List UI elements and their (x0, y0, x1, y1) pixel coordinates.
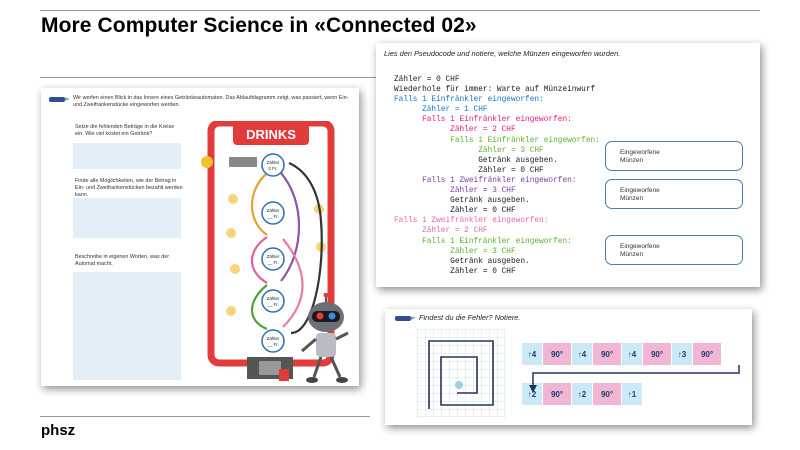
task-1-text: Setze die fehlenden Beträge in die Kreis… (75, 124, 175, 137)
code-line: Zähler = 3 CHF (394, 187, 516, 196)
code-line: Getränk ausgeben. (394, 197, 530, 206)
move-command-piece[interactable]: ↑2 (572, 383, 592, 405)
move-steps-label: ↑2 (577, 389, 587, 399)
move-command-piece[interactable]: ↑4 (622, 343, 642, 365)
callout-label: Eingeworfene (620, 187, 660, 194)
code-line: Getränk ausgeben. (394, 156, 558, 165)
code-line: Zähler = 1 CHF (394, 106, 488, 115)
code-line: Falls 1 Einfränkler eingeworfen: (394, 136, 600, 145)
svg-text:0 Fr.: 0 Fr. (268, 166, 277, 171)
coins-answer-callout-3[interactable]: Eingeworfene Münzen (605, 235, 743, 265)
move-steps-label: ↑4 (627, 349, 637, 359)
task-2-text: Finde alle Möglichkeiten, wie der Betrag… (75, 178, 183, 198)
code-line: Zähler = 0 CHF (394, 166, 544, 175)
code-line: Zähler = 2 CHF (394, 227, 488, 236)
turn-angle-label: 90° (550, 349, 564, 359)
turn-command-piece[interactable]: 90° (693, 343, 721, 365)
turn-angle-label: 90° (600, 349, 614, 359)
move-command-piece[interactable]: ↑2 (522, 383, 542, 405)
turn-angle-label: 90° (650, 349, 664, 359)
turn-command-piece[interactable]: 90° (543, 343, 571, 365)
find-bugs-heading: Findest du die Fehler? Notiere. (419, 313, 521, 322)
turn-command-piece[interactable]: 90° (593, 343, 621, 365)
code-line: Zähler = 0 CHF (394, 207, 516, 216)
svg-text:Zähler: Zähler (267, 254, 280, 259)
code-line: Falls 1 Zweifränkler eingeworfen: (394, 176, 577, 185)
move-steps-label: ↑4 (527, 349, 537, 359)
move-steps-label: ↑4 (577, 349, 587, 359)
pseudocode-worksheet: Lies den Pseudocode und notiere, welche … (376, 43, 760, 287)
svg-text:Zähler: Zähler (267, 208, 280, 213)
pseudocode-heading: Lies den Pseudocode und notiere, welche … (384, 49, 621, 58)
callout-label: Eingeworfene (620, 243, 660, 250)
move-command-piece[interactable]: ↑3 (672, 343, 692, 365)
code-line: Falls 1 Einfränkler eingeworfen: (394, 237, 572, 246)
move-steps-label: ↑3 (677, 349, 687, 359)
callout-label: Münzen (620, 157, 644, 164)
row-connector-arrow (529, 365, 740, 393)
code-line: Falls 1 Einfränkler eingeworfen: (394, 96, 544, 105)
coins-answer-callout-2[interactable]: Eingeworfene Münzen (605, 179, 743, 209)
answer-box-1[interactable] (73, 143, 181, 169)
code-line: Zähler = 3 CHF (394, 146, 544, 155)
find-bugs-worksheet: Findest du die Fehler? Notiere. ↑4 90° ↑4 9… (385, 309, 752, 425)
top-rule (40, 10, 760, 11)
move-steps-label: ↑2 (527, 389, 537, 399)
task-3-text: Beschreibe in eigenen Worten, was der Au… (75, 254, 169, 267)
code-line: Getränk ausgeben. (394, 257, 530, 266)
svg-text:__ Fr.: __ Fr. (266, 342, 279, 347)
coins-answer-callout-1[interactable]: Eingeworfene Münzen (605, 141, 743, 171)
move-steps-label: ↑1 (627, 389, 637, 399)
robot-illustration (301, 293, 349, 383)
svg-text:__ Fr.: __ Fr. (266, 302, 279, 307)
svg-text:Zähler: Zähler (267, 296, 280, 301)
spiral-grid (417, 329, 505, 417)
slide-title: More Computer Science in «Connected 02» (41, 14, 477, 37)
machine-label: DRINKS (246, 127, 296, 142)
turn-angle-label: 90° (700, 349, 714, 359)
code-line: Falls 1 Zweifränkler eingeworfen: (394, 217, 549, 226)
move-command-piece[interactable]: ↑1 (622, 383, 642, 405)
code-line: Zähler = 2 CHF (394, 126, 516, 135)
bottom-rule (40, 416, 370, 417)
svg-text:__ Fr.: __ Fr. (266, 260, 279, 265)
callout-label: Münzen (620, 195, 644, 202)
intro-text: Wir werfen einen Blick in das Innere ein… (73, 95, 349, 108)
turn-angle-label: 90° (550, 389, 564, 399)
answer-box-3[interactable] (73, 272, 181, 380)
answer-box-2[interactable] (73, 198, 181, 238)
move-command-piece[interactable]: ↑4 (522, 343, 542, 365)
pencil-icon (395, 316, 416, 321)
turn-command-piece[interactable]: 90° (543, 383, 571, 405)
svg-text:Zähler: Zähler (267, 336, 280, 341)
code-line: Zähler = 0 CHF (394, 76, 460, 84)
pseudocode-block: Zähler = 0 CHF Wiederhole für immer: Wart… (394, 75, 600, 277)
turn-angle-label: 90° (600, 389, 614, 399)
code-line: Zähler = 3 CHF (394, 247, 516, 256)
move-command-piece[interactable]: ↑4 (572, 343, 592, 365)
footer-logo-text: phsz (41, 422, 76, 439)
code-line: Wiederhole für immer: Warte auf Münzeinw… (394, 86, 596, 95)
callout-label: Münzen (620, 251, 644, 258)
svg-text:Zähler: Zähler (267, 160, 280, 165)
code-line: Falls 1 Einfränkler eingeworfen: (394, 116, 572, 125)
drink-machine-worksheet: Wir werfen einen Blick in das Innere ein… (41, 88, 359, 386)
pencil-icon (49, 97, 70, 102)
svg-text:__ Fr.: __ Fr. (266, 214, 279, 219)
callout-label: Eingeworfene (620, 149, 660, 156)
turn-command-piece[interactable]: 90° (643, 343, 671, 365)
turn-command-piece[interactable]: 90° (593, 383, 621, 405)
code-line: Zähler = 0 CHF (394, 267, 516, 276)
